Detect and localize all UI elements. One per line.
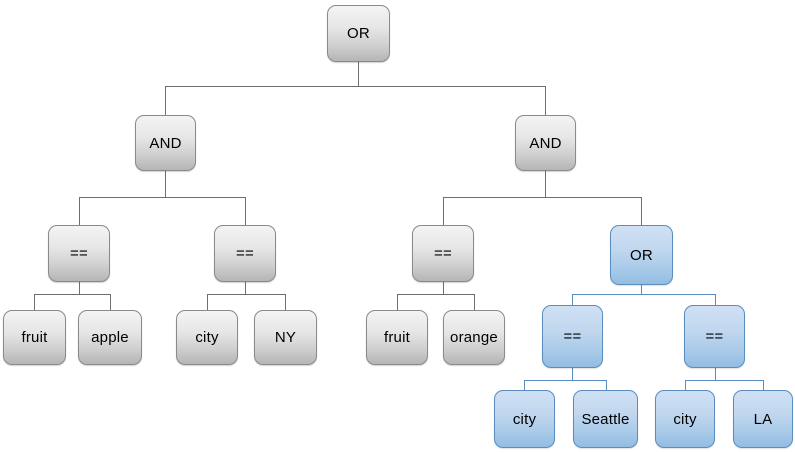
tree-node-leaf-la[interactable]: LA	[733, 390, 793, 448]
tree-node-leaf-ny[interactable]: NY	[254, 310, 317, 365]
tree-edge	[34, 294, 35, 310]
tree-edge	[606, 380, 607, 390]
tree-node-leaf-fruit-2[interactable]: fruit	[366, 310, 428, 365]
tree-edge	[524, 380, 525, 390]
tree-node-label: fruit	[383, 329, 410, 346]
tree-edge	[572, 294, 573, 305]
tree-node-label: fruit	[21, 329, 48, 346]
tree-edge	[79, 197, 246, 198]
tree-edge	[545, 86, 546, 115]
tree-node-label: apple	[91, 329, 129, 346]
tree-node-eq-fruit-apple[interactable]: ==	[48, 225, 110, 282]
tree-node-label: Seattle	[581, 410, 630, 428]
tree-node-eq-city-seattle[interactable]: ==	[542, 305, 603, 368]
tree-edge	[245, 282, 246, 294]
tree-node-root-or[interactable]: OR	[327, 5, 390, 62]
tree-node-and-left[interactable]: AND	[135, 115, 196, 171]
tree-node-label: city	[673, 410, 697, 428]
tree-node-leaf-orange[interactable]: orange	[443, 310, 505, 365]
tree-node-label: AND	[149, 134, 182, 152]
tree-edge	[763, 380, 764, 390]
tree-node-label: NY	[274, 329, 297, 346]
tree-edge	[715, 294, 716, 305]
tree-node-leaf-apple[interactable]: apple	[78, 310, 142, 365]
tree-node-leaf-city-3[interactable]: city	[655, 390, 715, 448]
tree-edge	[443, 282, 444, 294]
tree-node-label: LA	[753, 410, 773, 428]
tree-edge	[165, 86, 546, 87]
tree-edge	[572, 368, 573, 380]
tree-edge	[524, 380, 606, 381]
tree-node-or-cities[interactable]: OR	[610, 225, 673, 285]
tree-node-and-right[interactable]: AND	[515, 115, 576, 171]
tree-node-leaf-city-2[interactable]: city	[494, 390, 555, 448]
tree-node-eq-fruit-orange[interactable]: ==	[412, 225, 474, 282]
tree-edge	[79, 282, 80, 294]
tree-edge	[285, 294, 286, 310]
tree-node-label: ==	[70, 245, 88, 262]
tree-edge	[358, 62, 359, 86]
tree-node-eq-city-la[interactable]: ==	[684, 305, 745, 368]
tree-edge	[397, 294, 474, 295]
tree-edge	[34, 294, 110, 295]
tree-node-label: ==	[434, 245, 452, 262]
tree-node-label: OR	[347, 25, 370, 42]
tree-node-label: city	[195, 329, 219, 346]
tree-edge	[165, 171, 166, 197]
tree-node-label: ==	[563, 328, 582, 345]
tree-edge	[443, 197, 444, 225]
tree-edge	[207, 294, 208, 310]
tree-edge	[545, 171, 546, 197]
tree-node-label: ==	[705, 328, 724, 345]
tree-edge	[443, 197, 642, 198]
tree-edge	[207, 294, 285, 295]
tree-node-leaf-fruit-1[interactable]: fruit	[3, 310, 66, 365]
tree-edge	[474, 294, 475, 310]
tree-node-label: OR	[630, 246, 653, 264]
tree-edge	[685, 380, 763, 381]
tree-node-label: AND	[529, 134, 562, 152]
tree-edge	[641, 197, 642, 225]
tree-edge	[641, 285, 642, 294]
tree-node-leaf-seattle[interactable]: Seattle	[573, 390, 638, 448]
tree-node-leaf-city-1[interactable]: city	[176, 310, 238, 365]
tree-node-label: ==	[236, 245, 254, 262]
tree-edge	[110, 294, 111, 310]
tree-edge	[572, 294, 715, 295]
tree-edge	[397, 294, 398, 310]
tree-edge	[715, 368, 716, 380]
tree-node-label: city	[512, 410, 537, 428]
tree-edge	[685, 380, 686, 390]
tree-edge	[79, 197, 80, 225]
tree-edge	[165, 86, 166, 115]
tree-edge	[245, 197, 246, 225]
tree-node-label: orange	[450, 329, 498, 346]
tree-node-eq-city-ny[interactable]: ==	[214, 225, 276, 282]
